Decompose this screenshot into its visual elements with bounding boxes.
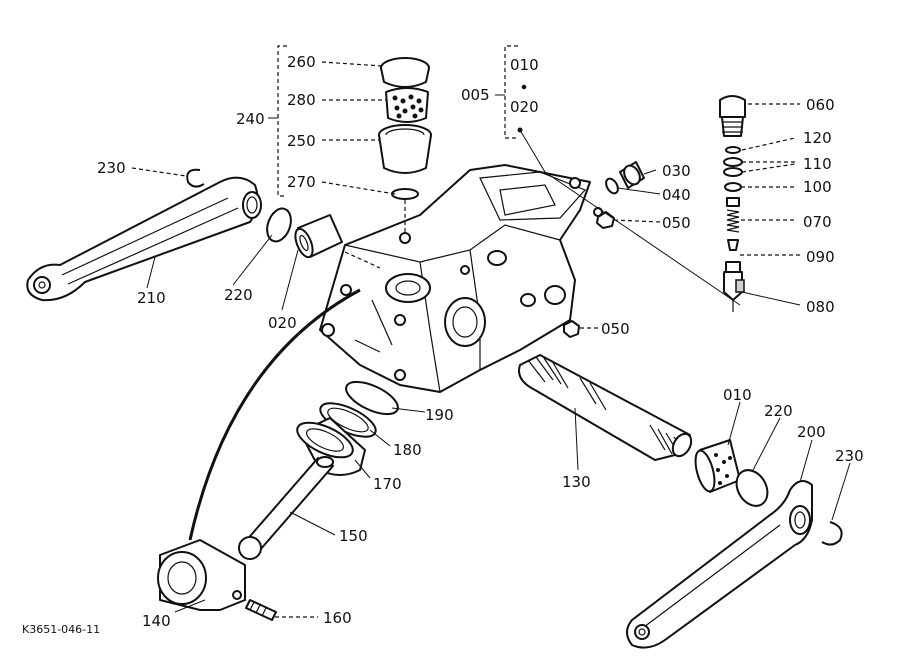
label-270: 270 xyxy=(287,173,316,191)
label-090: 090 xyxy=(806,248,835,266)
o-ring-220-left xyxy=(266,207,292,243)
label-010-bushing: 010 xyxy=(723,386,752,404)
label-050-mid: 050 xyxy=(601,320,630,338)
part-280-filter xyxy=(385,87,429,123)
label-030: 030 xyxy=(662,162,691,180)
pin-160 xyxy=(245,599,277,621)
label-060: 060 xyxy=(806,96,835,114)
label-190: 190 xyxy=(425,406,454,424)
washer-040 xyxy=(605,177,619,195)
figure-code: K3651-046-11 xyxy=(22,623,100,636)
label-050-top: 050 xyxy=(662,214,691,232)
arm-140 xyxy=(157,539,246,611)
label-260: 260 xyxy=(287,53,316,71)
label-120: 120 xyxy=(803,129,832,147)
label-100: 100 xyxy=(803,178,832,196)
label-230-right: 230 xyxy=(835,447,864,465)
label-250: 250 xyxy=(287,132,316,150)
label-080: 080 xyxy=(806,298,835,316)
label-020-bushing: 020 xyxy=(268,314,297,332)
hydraulic-housing xyxy=(319,164,603,393)
label-230-left: 230 xyxy=(97,159,126,177)
snap-ring-230-right xyxy=(821,521,843,546)
label-070: 070 xyxy=(803,213,832,231)
label-210: 210 xyxy=(137,289,166,307)
rod-150 xyxy=(238,456,334,560)
label-130: 130 xyxy=(562,473,591,491)
bracket-240 xyxy=(277,45,287,197)
label-240: 240 xyxy=(236,110,265,128)
part-250-cup xyxy=(378,124,432,174)
part-270-o-ring xyxy=(391,188,419,200)
fitting-030 xyxy=(619,161,645,189)
label-200: 200 xyxy=(797,423,826,441)
label-020-group: 020 xyxy=(510,98,539,116)
lift-arm-210-left xyxy=(26,176,262,302)
label-220-right: 220 xyxy=(764,402,793,420)
group-dot xyxy=(521,84,527,90)
label-150: 150 xyxy=(339,527,368,545)
relief-valve-stack xyxy=(719,95,746,312)
label-040: 040 xyxy=(662,186,691,204)
label-180: 180 xyxy=(393,441,422,459)
bushing-010-right xyxy=(694,439,741,493)
label-005: 005 xyxy=(461,86,490,104)
valve-group-240 xyxy=(378,57,432,235)
leader-lines xyxy=(131,61,851,618)
label-280: 280 xyxy=(287,91,316,109)
o-ring-190 xyxy=(345,380,399,416)
lift-arm-200-right xyxy=(626,480,813,649)
part-260-cap xyxy=(380,57,430,88)
label-170: 170 xyxy=(373,475,402,493)
shaft-130 xyxy=(518,354,693,461)
label-140: 140 xyxy=(142,612,171,630)
nut-050-mid xyxy=(563,320,580,338)
o-ring-220-right xyxy=(735,469,769,507)
snap-ring-230-left xyxy=(186,168,205,188)
label-160: 160 xyxy=(323,609,352,627)
assembly-arc xyxy=(188,288,361,541)
label-010-group: 010 xyxy=(510,56,539,74)
bracket-005 xyxy=(504,45,518,139)
label-110: 110 xyxy=(803,155,832,173)
label-220-left: 220 xyxy=(224,286,253,304)
callout-labels: 260 280 250 270 240 005 010 020 230 220 … xyxy=(22,53,864,636)
bushing-020-left xyxy=(294,214,381,269)
